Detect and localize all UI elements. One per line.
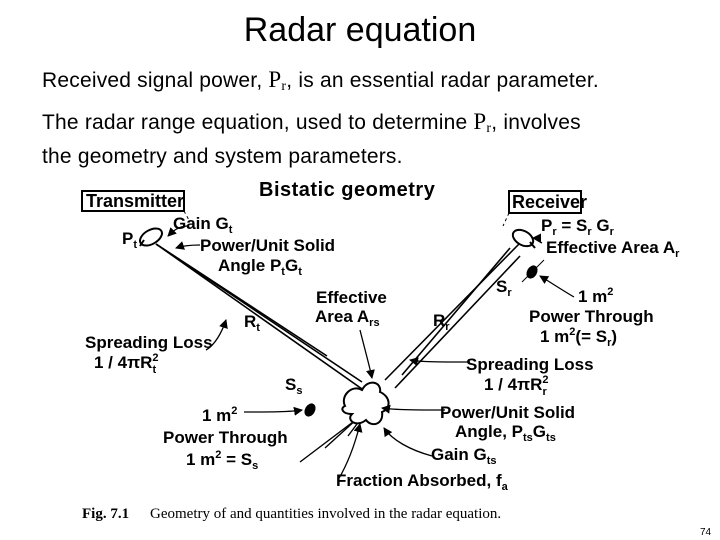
one-m2-r-arrow — [539, 275, 575, 298]
effective-area-r-label: Effective Area Ar — [546, 238, 680, 260]
one-m2-r-label: 1 m2 — [578, 286, 613, 306]
angle-pts-gts-label: Angle, PtsGts — [455, 422, 556, 444]
gain-t-label: Gain Gt — [173, 214, 233, 236]
power-unit-solid-s-label: Power/Unit Solid — [440, 403, 575, 422]
sr-aperture-icon — [521, 259, 545, 283]
range-text-line2: the geometry and system parameters. — [42, 145, 403, 168]
power-unit-solid-label: Power/Unit Solid — [200, 236, 335, 255]
effective-label: Effective — [316, 288, 387, 307]
effective-area-rs-arrow — [359, 329, 375, 379]
angle-pt-gt-label: Angle PtGt — [218, 256, 302, 278]
rr-label: Rr — [433, 311, 450, 333]
figure-caption-text: Geometry of and quantities involved in t… — [150, 506, 501, 522]
bistatic-geometry-diagram: Bistatic geometry Transmitter Receiver — [81, 179, 712, 538]
figure-caption-label: Fig. 7.1 — [82, 506, 129, 522]
spreading-loss-t-label: Spreading Loss — [85, 333, 213, 352]
rt-label: Rt — [244, 312, 260, 334]
transmitter-box — [81, 190, 185, 212]
power-through-s-label: Power Through — [163, 428, 288, 447]
gain-ts-arrow — [383, 427, 433, 457]
receiver-box — [508, 190, 582, 214]
pr-symbol: Pr — [268, 67, 287, 94]
transmitter-label: Transmitter — [86, 191, 184, 211]
leader-arrows — [167, 225, 575, 481]
one-m2-s-label: 1 m2 — [202, 405, 237, 425]
receiver-leader — [502, 212, 510, 227]
gain-t-arrow — [167, 225, 189, 237]
power-unit-solid-s-arrow — [381, 404, 446, 414]
target-scatterer-icon — [341, 381, 390, 426]
range-text-after: , involves — [491, 111, 581, 134]
tx-power-symbol: Pt — [122, 229, 137, 251]
intro-text-before: Received signal power, — [42, 69, 269, 92]
range-text-before: The radar range equation, used to determ… — [42, 111, 474, 134]
one-m2-eq-r-label: 1 m2(= Sr) — [540, 326, 617, 349]
spreading-loss-r-arrow — [409, 357, 471, 366]
gain-ts-label: Gain Gts — [431, 445, 497, 467]
intro-text-after: , is an essential radar parameter. — [286, 69, 599, 92]
one-m2-s-arrow — [243, 406, 303, 416]
pr-symbol: Pr — [473, 109, 492, 136]
diagram-heading: Bistatic geometry — [259, 179, 436, 201]
spreading-loss-t-arrow — [205, 319, 228, 351]
power-through-r-label: Power Through — [529, 307, 654, 326]
transmitter-antenna-icon — [139, 227, 163, 247]
receive-beam-lines — [384, 243, 521, 389]
fraction-absorbed-label: Fraction Absorbed, fa — [336, 471, 509, 493]
effective-area-r-arrow — [532, 233, 543, 244]
transmitter-leader — [183, 210, 191, 223]
range-equation-paragraph: The radar range equation, used to determ… — [42, 108, 712, 171]
intro-paragraph: Received signal power, Pr, is an essenti… — [42, 66, 712, 101]
area-ars-label: Area Ars — [315, 307, 380, 329]
sr-label: Sr — [496, 277, 512, 299]
page-number: 74 — [700, 527, 712, 538]
ss-label: Ss — [285, 375, 302, 397]
power-unit-solid-arrow — [175, 241, 201, 250]
transmit-beam-lines — [155, 243, 373, 397]
fraction-absorbed-arrow — [337, 423, 363, 481]
one-m2-eq-s-label: 1 m2 = Ss — [186, 449, 258, 472]
slide-title: Radar equation — [243, 11, 477, 49]
receiver-label: Receiver — [512, 192, 587, 212]
receiver-antenna-icon — [511, 228, 536, 249]
receiver-power-equation: Pr = Sr Gr — [541, 216, 615, 238]
spreading-loss-r-label: Spreading Loss — [466, 355, 594, 374]
ss-aperture-icon — [304, 403, 316, 417]
